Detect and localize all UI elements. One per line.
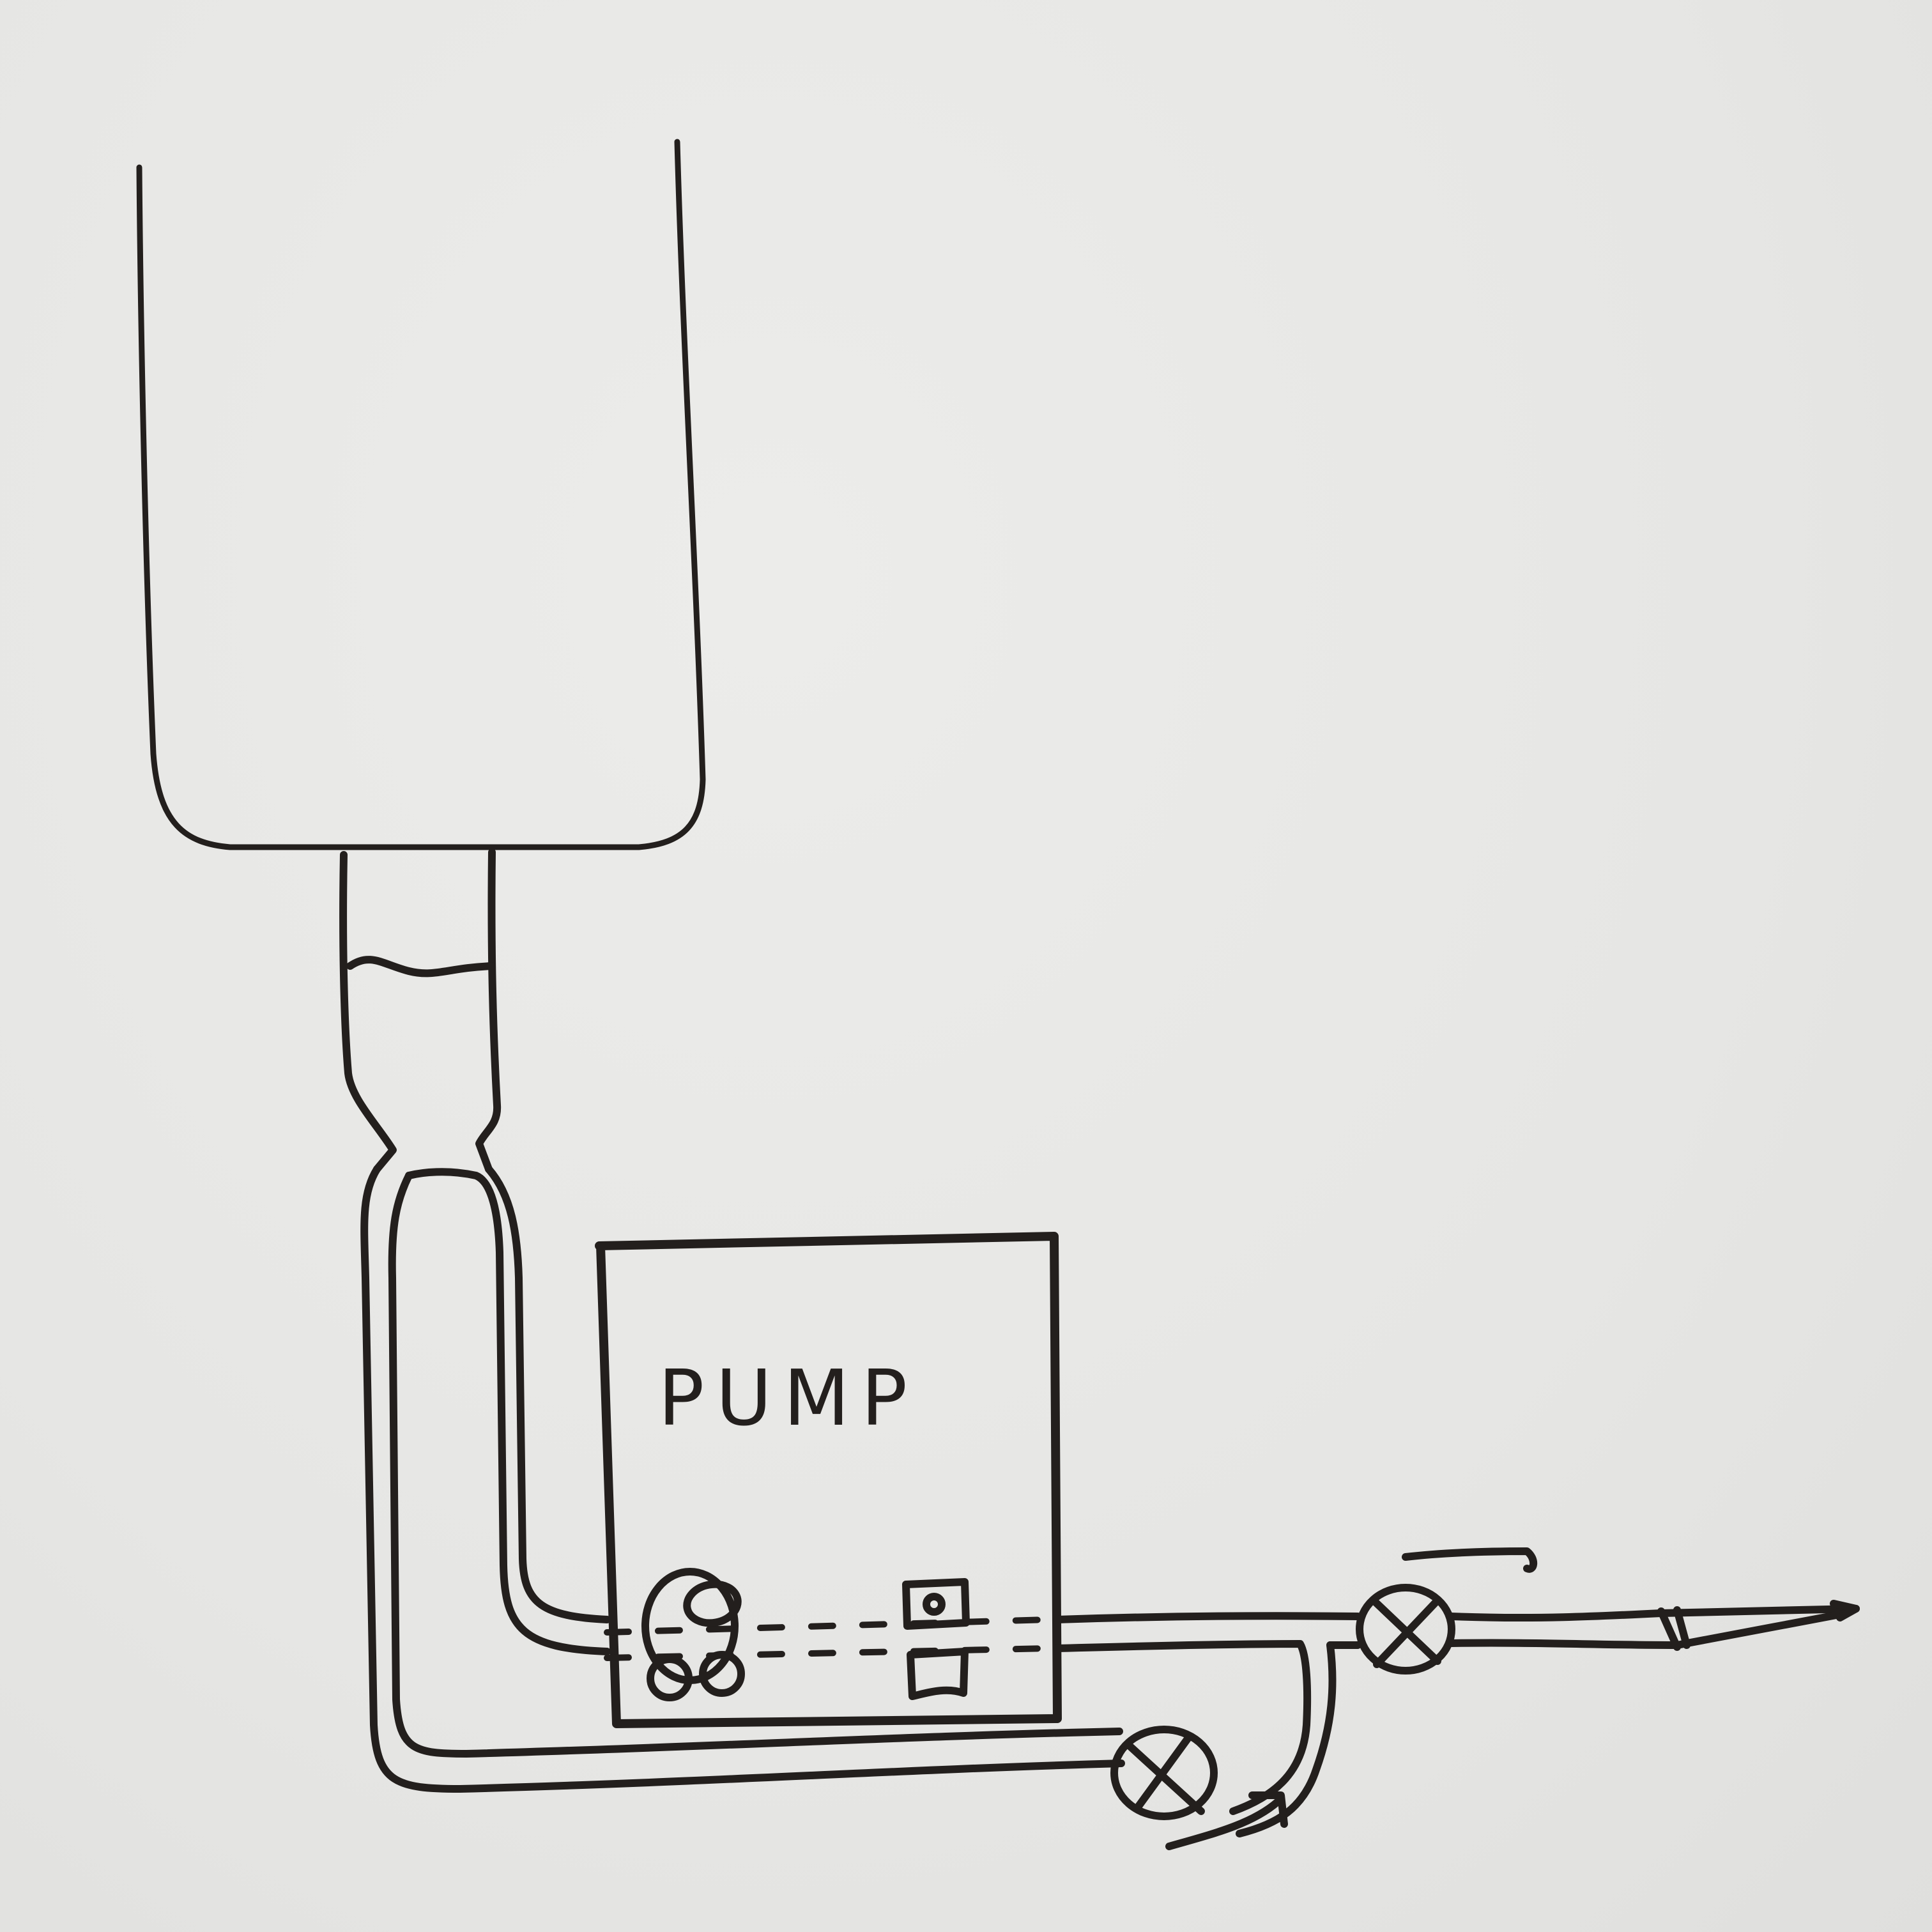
reservoir-bag <box>136 139 706 850</box>
flow-arrow-lower-icon <box>1165 1791 1288 1850</box>
tubing-inner <box>405 1165 611 1655</box>
sensor-window-top-icon <box>902 1578 970 1630</box>
tubing-to-upper-valve <box>1054 1612 1361 1837</box>
flow-arrow-upper-icon <box>1402 1547 1538 1573</box>
tubing-outer <box>360 1165 1125 1793</box>
valve-upper-icon <box>1356 1584 1455 1675</box>
pump-label: PUMP <box>658 1354 919 1443</box>
fluid-level-line <box>346 956 496 977</box>
pump-box <box>595 1232 1062 1728</box>
valve-lower-icon <box>1110 1726 1218 1820</box>
sensor-window-bottom-icon <box>907 1648 969 1700</box>
output-nozzle-icon <box>1448 1600 1860 1651</box>
tubing-through-pump <box>604 1616 1051 1661</box>
drip-chamber <box>339 848 502 1173</box>
roller-head-icon <box>641 1568 745 1701</box>
